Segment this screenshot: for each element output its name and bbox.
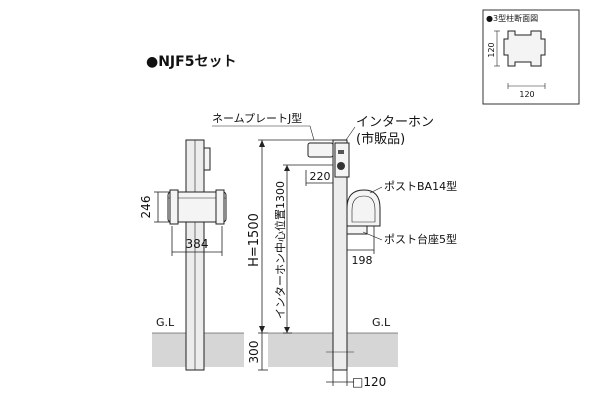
intercom-speaker-icon	[337, 162, 345, 170]
side-view: H=1500 インターホン中心位置1300 220 198 300 □120	[212, 125, 386, 389]
inset-title: ●3型柱断面図	[486, 13, 538, 23]
dim-220-label: 220	[310, 170, 331, 183]
dim-height-label: H=1500	[247, 213, 262, 267]
dim-pole-section-label: □120	[352, 375, 386, 389]
nameplate-label: ネームプレートJ型	[212, 111, 302, 125]
diagram-title: ●NJF5セット	[146, 54, 236, 70]
intercom-camera-icon	[338, 150, 344, 154]
front-post-box	[167, 191, 227, 223]
inset-height-label: 120	[487, 42, 496, 57]
inset-cross-section: ●3型柱断面図 120 120	[482, 9, 580, 105]
dim-intercom-center-label: インターホン中心位置1300	[273, 181, 287, 319]
side-nameplate-bar	[307, 142, 334, 158]
side-intercom	[334, 142, 350, 178]
gl-right-label: G.L	[372, 316, 391, 329]
dim-246-label: 246	[139, 196, 153, 219]
front-post-side-left	[169, 189, 179, 225]
intercom-label-line2: (市販品)	[356, 131, 405, 147]
side-post-base	[346, 225, 368, 235]
dim-198-label: 198	[352, 254, 373, 267]
inset-width-label: 120	[519, 90, 534, 99]
column-section-outline	[503, 30, 546, 67]
front-post-side-right	[215, 189, 225, 225]
post-label: ポストBA14型	[384, 179, 457, 193]
dim-300-label: 300	[247, 341, 261, 364]
front-view: 246 384	[139, 139, 227, 371]
front-nameplate	[203, 147, 211, 171]
post-base-label: ポスト台座5型	[384, 232, 457, 246]
side-pole	[332, 139, 348, 371]
gl-left-label: G.L	[156, 316, 175, 329]
dim-384-label: 384	[186, 237, 209, 251]
intercom-label-line1: インターホン	[356, 115, 434, 130]
